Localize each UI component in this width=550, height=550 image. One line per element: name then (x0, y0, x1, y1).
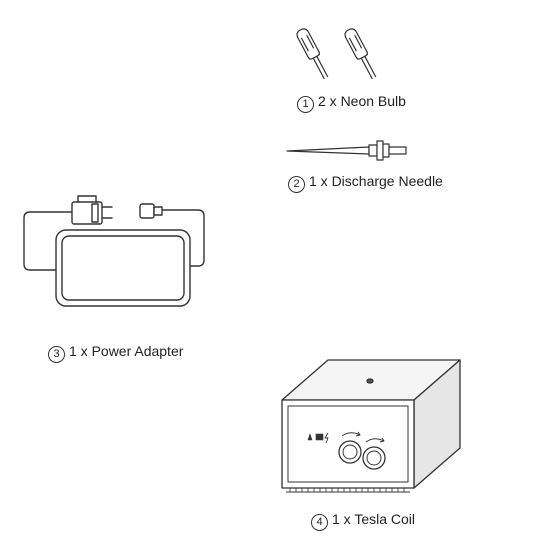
item-number-marker: 3 (48, 346, 65, 363)
item-label-text: 1 x Power Adapter (69, 343, 184, 359)
tesla-coil-illustration (276, 352, 462, 494)
neon-bulb-icon (296, 28, 377, 80)
item-label-text: 1 x Discharge Needle (309, 173, 443, 189)
discharge-needle-illustration (285, 136, 410, 164)
item-label-text: 2 x Neon Bulb (318, 93, 406, 109)
item-label-text: 1 x Tesla Coil (332, 511, 416, 527)
item-number-marker: 4 (311, 514, 328, 531)
item-number-marker: 2 (288, 176, 305, 193)
tesla-coil-icon (281, 359, 461, 493)
discharge-needle-icon (286, 140, 407, 161)
item-number-marker: 1 (297, 96, 314, 113)
neon-bulb-illustration (282, 20, 392, 82)
power-adapter-illustration (16, 192, 216, 316)
power-adapter-icon (23, 195, 205, 307)
